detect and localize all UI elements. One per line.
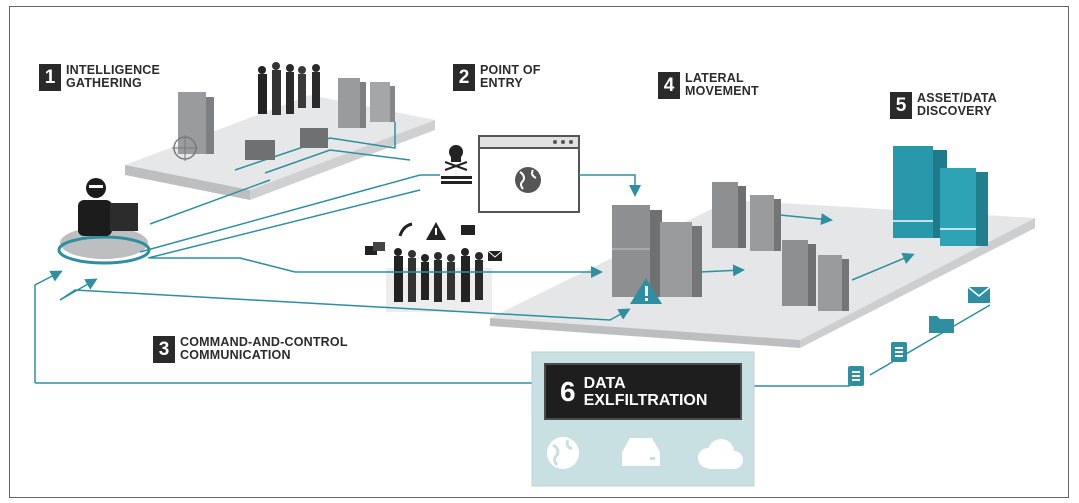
step-number-badge: 4 bbox=[658, 72, 680, 99]
people-group-icon bbox=[386, 248, 492, 312]
step-number-badge: 6 bbox=[560, 375, 576, 407]
server-tower-icon bbox=[178, 92, 214, 154]
folder-icon bbox=[929, 316, 954, 333]
warning-icon bbox=[426, 222, 446, 240]
step-number-badge: 2 bbox=[453, 64, 475, 91]
teal-server-icon bbox=[893, 146, 988, 246]
step-number-badge: 3 bbox=[153, 336, 175, 363]
server-tower-icon bbox=[612, 205, 702, 297]
attacker-icon bbox=[57, 178, 151, 265]
step-title-line2: DISCOVERY bbox=[917, 104, 992, 118]
step-number-badge: 5 bbox=[890, 92, 912, 119]
step-title-line2: ENTRY bbox=[480, 76, 523, 90]
crosshair-target-icon bbox=[172, 135, 198, 161]
step-title-line2: EXLFILTRATION bbox=[583, 391, 708, 409]
step-title-line1: COMMAND-AND-CONTROL bbox=[180, 335, 348, 349]
skull-crossbones-icon bbox=[441, 145, 472, 184]
step-title-line2: COMMUNICATION bbox=[180, 348, 291, 362]
step-title-line1: LATERAL bbox=[685, 71, 744, 85]
globe-icon bbox=[515, 167, 541, 193]
step-title-line2: MOVEMENT bbox=[685, 84, 759, 98]
speech-bubble-icon bbox=[365, 225, 475, 255]
step-title-line2: GATHERING bbox=[66, 76, 142, 90]
step-title-line1: INTELLIGENCE bbox=[66, 63, 161, 77]
server-tower-icon bbox=[712, 182, 781, 251]
hard-drive-icon bbox=[622, 438, 660, 466]
step-title-line1: POINT OF bbox=[480, 63, 541, 77]
cloud-icon bbox=[698, 439, 743, 469]
server-tower-icon bbox=[782, 240, 849, 311]
server-tower-icon bbox=[338, 78, 395, 128]
attack-path-lines bbox=[34, 174, 991, 387]
step-number-badge: 1 bbox=[39, 64, 61, 91]
people-group-icon bbox=[258, 62, 320, 115]
phone-icon bbox=[398, 222, 413, 237]
warning-icon bbox=[630, 278, 662, 304]
step-title-line1: DATA bbox=[583, 374, 626, 392]
document-icon bbox=[848, 366, 864, 386]
envelope-icon bbox=[967, 286, 991, 303]
laptop-icon bbox=[245, 128, 328, 160]
globe-icon bbox=[547, 437, 579, 469]
envelope-icon bbox=[487, 250, 503, 261]
document-icon bbox=[891, 342, 907, 362]
step-title-line1: ASSET/DATA bbox=[917, 91, 998, 105]
